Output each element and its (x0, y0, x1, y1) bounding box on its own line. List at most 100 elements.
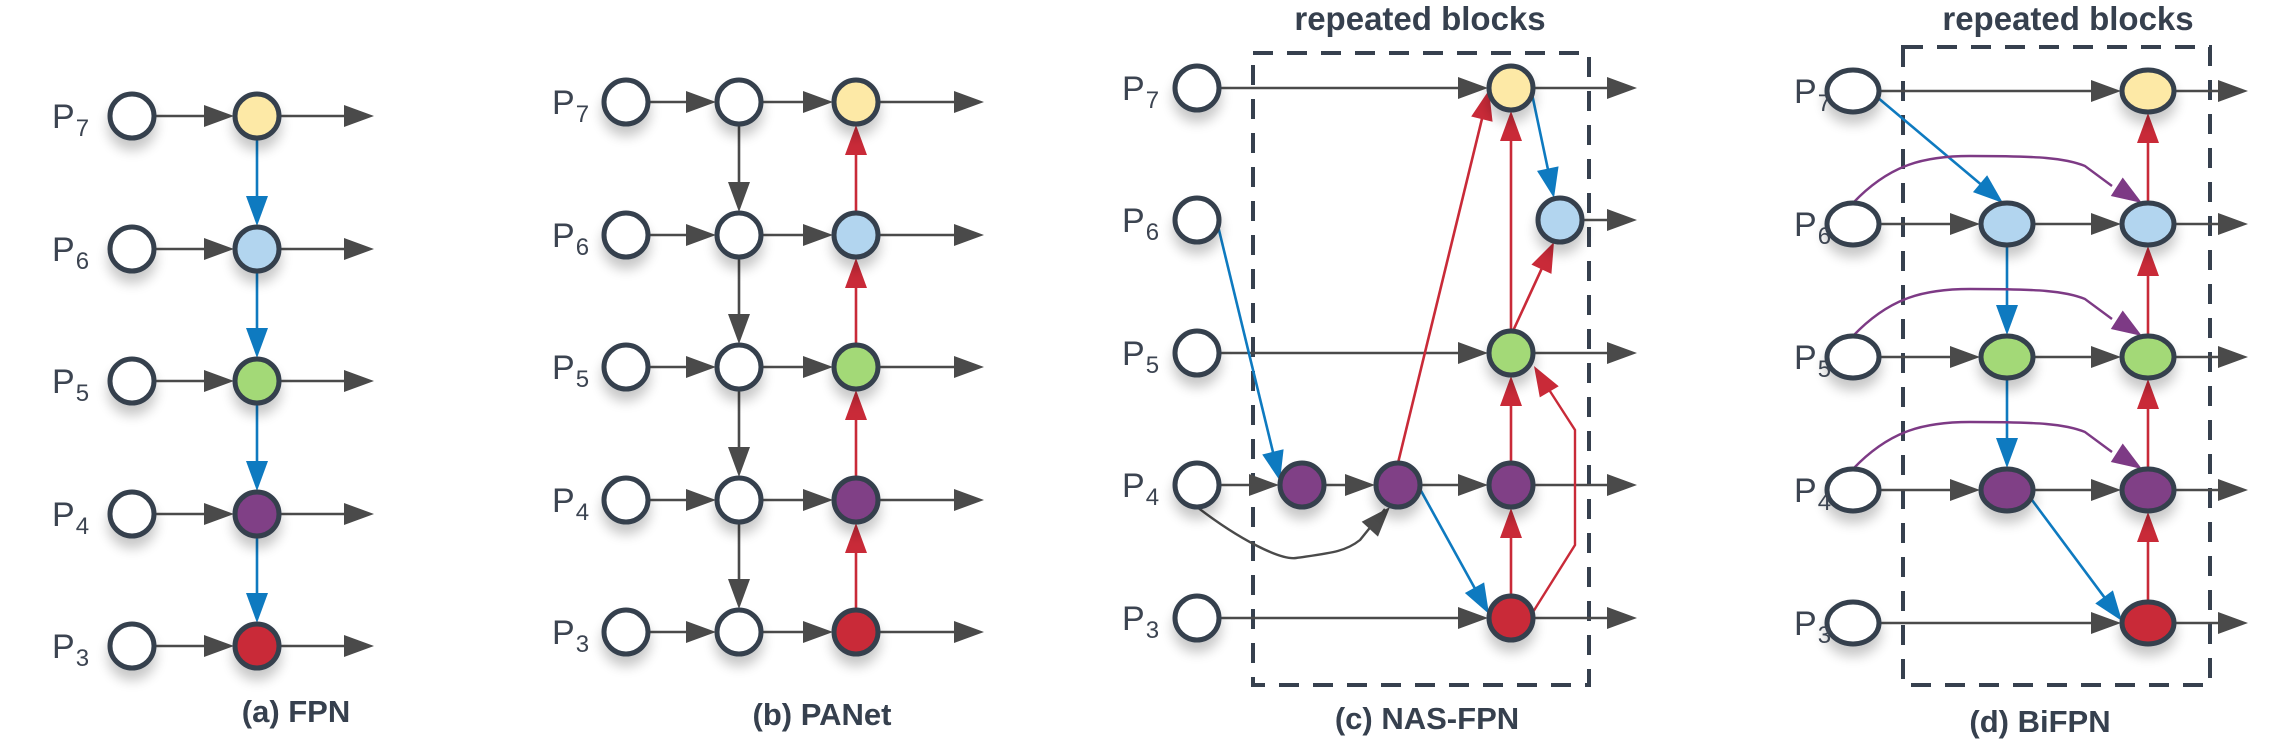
panet-bottom-up-edge-arrowhead-icon (845, 258, 867, 288)
fpn-output-node-P5 (232, 356, 282, 406)
fpn-lateral-edge-arrowhead-icon (204, 503, 234, 525)
nasfpn-top-down-edge-P6-P4-arrowhead-icon (1262, 449, 1284, 481)
bifpn-skip-curve-P5 (1852, 287, 2113, 337)
panet-lateral-edge-arrowhead-icon (803, 489, 833, 511)
fpn-output-edge-arrowhead-icon (344, 635, 374, 657)
nasfpn-output-edge-P3-arrowhead-icon (1607, 607, 1637, 629)
bifpn-caption: (d) BiFPN (1969, 704, 2110, 739)
bifpn-input-node-P4 (1824, 466, 1882, 514)
bifpn-skip-curve-P4-arrowhead-icon (2110, 443, 2142, 469)
panet-top-down-edge-arrowhead-icon (728, 182, 750, 212)
fpn-output-node-P4 (232, 489, 282, 539)
bifpn-lateral-edge-arrowhead-icon (2091, 612, 2121, 634)
fpn-input-node-P7 (107, 91, 157, 141)
fpn-output-node-P6 (232, 224, 282, 274)
fpn-level-label-P6: P6 (52, 231, 89, 275)
nasfpn-skip-curve-P4-arrowhead-icon (1361, 507, 1390, 537)
bifpn-output-node-P3 (2119, 599, 2177, 647)
bifpn-input-node-P5 (1824, 333, 1882, 381)
panet-lateral-edge-arrowhead-icon (686, 489, 716, 511)
bifpn-top-down-edge-P6-P5-arrowhead-icon (1996, 305, 2018, 335)
bifpn-output-edge-arrowhead-icon (2218, 479, 2248, 501)
panet-level-label-P3: P3 (552, 614, 589, 658)
nasfpn-output-node-P5 (1486, 328, 1536, 378)
panet-lateral-edge-arrowhead-icon (686, 621, 716, 643)
panet-caption: (b) PANet (753, 697, 892, 732)
nasfpn-level-label-P6: P6 (1122, 202, 1159, 246)
nasfpn-level-label-P3: P3 (1122, 600, 1159, 644)
nasfpn-intermediate-node-P4-a (1277, 460, 1327, 510)
nasfpn-input-node-P4 (1172, 460, 1222, 510)
bifpn-lateral-edge-arrowhead-icon (2091, 346, 2121, 368)
nasfpn-output-node-P4 (1486, 460, 1536, 510)
panet-output-node-P4 (831, 475, 881, 525)
fpn-top-down-edge-arrowhead-icon (246, 196, 268, 226)
bifpn-top-down-edge-P4-P3 (2027, 495, 2113, 608)
bifpn-lateral-edge-arrowhead-icon (1950, 479, 1980, 501)
bifpn-level-label-P3: P3 (1794, 605, 1831, 649)
nasfpn-bottom-up-edge-P4-P5-arrowhead-icon (1500, 376, 1522, 406)
bifpn-output-edge-arrowhead-icon (2218, 80, 2248, 102)
fpn-input-node-P3 (107, 621, 157, 671)
panet-level-label-P7: P7 (552, 84, 589, 128)
repeated-block-boxes (1251, 45, 2212, 687)
nasfpn-bottom-up-edge-P4-P7 (1396, 107, 1486, 464)
fpn-lateral-edge-arrowhead-icon (204, 238, 234, 260)
bifpn-skip-curve-P5-arrowhead-icon (2110, 310, 2142, 336)
bifpn-level-label-P6: P6 (1794, 206, 1831, 250)
nasfpn-bottom-up-edge-P5-P6 (1511, 257, 1548, 332)
bifpn-repeated-blocks-label: repeated blocks (1942, 0, 2193, 37)
bifpn-intermediate-node-P6 (1978, 200, 2036, 248)
nasfpn-bottom-up-curve-P3-P5-arrowhead-icon (1534, 366, 1559, 398)
nasfpn-caption: (c) NAS-FPN (1335, 701, 1519, 736)
bifpn-top-down-edge-P7-P6 (1876, 96, 1991, 193)
fpn-top-down-edge-arrowhead-icon (246, 593, 268, 623)
panet-output-edge-arrowhead-icon (954, 489, 984, 511)
bifpn-lateral-edge-arrowhead-icon (1950, 213, 1980, 235)
bifpn-input-node-P7 (1824, 67, 1882, 115)
panet-bottom-up-edge-arrowhead-icon (845, 125, 867, 155)
fpn-level-label-P4: P4 (52, 496, 89, 540)
bifpn-output-node-P6 (2119, 200, 2177, 248)
panet-output-node-P6 (831, 210, 881, 260)
nasfpn-skip-curve-P4 (1196, 506, 1386, 560)
fpn-input-node-P5 (107, 356, 157, 406)
nasfpn-top-down-edge-P4-P3 (1418, 488, 1482, 599)
nasfpn-level-label-P7: P7 (1122, 70, 1159, 114)
nasfpn-bottom-up-edge-P4-P7-arrowhead-icon (1471, 90, 1493, 122)
nasfpn-output-edge-P6-arrowhead-icon (1607, 209, 1637, 231)
panet-output-edge-arrowhead-icon (954, 621, 984, 643)
fpn-level-label-P7: P7 (52, 98, 89, 142)
nasfpn-level-label-P4: P4 (1122, 467, 1159, 511)
nasfpn-bottom-up-curve-P3-P5 (1531, 384, 1577, 613)
nasfpn-top-down-edge-P6-P4 (1216, 225, 1278, 464)
bifpn-skip-curve-P4 (1852, 420, 2113, 470)
nasfpn-repeated-block-box (1251, 51, 1591, 687)
panet-lateral-edge-arrowhead-icon (686, 91, 716, 113)
fpn-top-down-edge-arrowhead-icon (246, 328, 268, 358)
nasfpn-top-down-edge-P4-P3-arrowhead-icon (1464, 582, 1489, 614)
panet-input-node-P7 (601, 77, 651, 127)
panet-lateral-edge-arrowhead-icon (803, 356, 833, 378)
bifpn-output-node-P4 (2119, 466, 2177, 514)
panet-input-node-P6 (601, 210, 651, 260)
nasfpn-lateral-edge-P5-arrowhead-icon (1458, 342, 1488, 364)
panet-output-node-P3 (831, 607, 881, 657)
nasfpn-input-node-P7 (1172, 63, 1222, 113)
nasfpn-lateral-edge-P4-arrowhead-icon (1458, 474, 1488, 496)
fpn-input-node-P6 (107, 224, 157, 274)
panet-lateral-edge-arrowhead-icon (803, 621, 833, 643)
fpn-top-down-edge-arrowhead-icon (246, 461, 268, 491)
fpn-lateral-edge-arrowhead-icon (204, 105, 234, 127)
bifpn-bottom-up-edge-arrowhead-icon (2137, 246, 2159, 276)
panet-level-label-P4: P4 (552, 482, 589, 526)
bifpn-output-edge-arrowhead-icon (2218, 346, 2248, 368)
nasfpn-top-down-edge-P7-P6-arrowhead-icon (1537, 166, 1559, 198)
panet-lateral-edge-arrowhead-icon (803, 91, 833, 113)
panet-output-node-P5 (831, 342, 881, 392)
bifpn-bottom-up-edge-arrowhead-icon (2137, 113, 2159, 143)
bifpn-top-down-edge-P5-P4-arrowhead-icon (1996, 438, 2018, 468)
nasfpn-intermediate-node-P4-b (1373, 460, 1423, 510)
bifpn-bottom-up-edge-arrowhead-icon (2137, 379, 2159, 409)
